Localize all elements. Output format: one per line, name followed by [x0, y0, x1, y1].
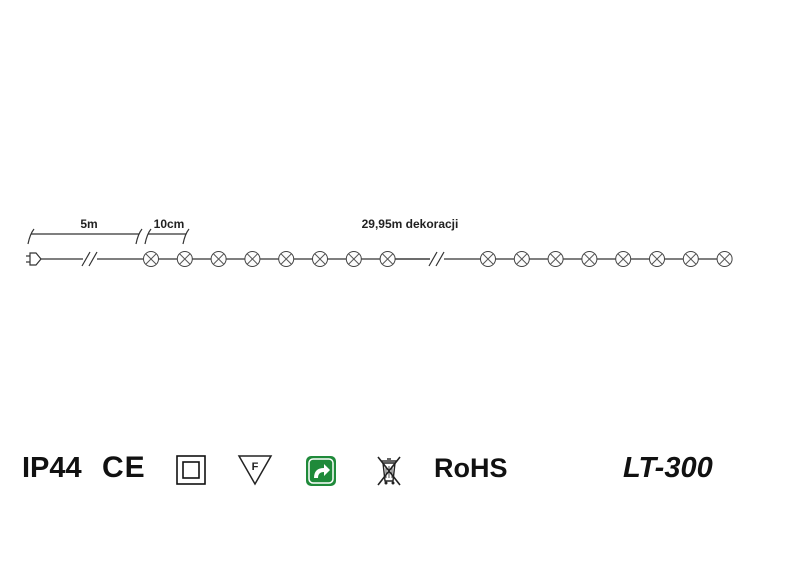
string-break-marker	[428, 251, 445, 267]
bulb-spacing-dimension: 10cm	[144, 217, 190, 245]
plug-icon	[26, 252, 42, 266]
cable-length-label: 5m	[80, 217, 97, 231]
bulb-icon	[480, 251, 496, 267]
bulb-icon	[210, 251, 227, 267]
ip-rating: IP44	[22, 452, 82, 484]
bulbs	[143, 251, 733, 267]
bulb-icon	[379, 251, 396, 267]
rohs-mark: RoHS	[434, 453, 508, 483]
bulb-icon	[615, 251, 632, 267]
bulb-icon	[547, 251, 564, 267]
bulb-icon	[649, 251, 665, 267]
bulb-icon	[312, 251, 328, 267]
f-mark-letter: F	[252, 461, 259, 473]
bulb-icon	[513, 251, 530, 267]
bulb-icon	[345, 251, 362, 267]
certification-marks: IP44 CE F RoHS LT-300	[0, 446, 800, 496]
bulb-icon	[278, 251, 295, 267]
ce-mark: CE	[102, 451, 146, 484]
decoration-length-label: 29,95m dekoracji	[362, 217, 459, 231]
class-ii-icon	[176, 455, 206, 485]
bulb-icon	[716, 251, 733, 267]
weee-bin-icon	[377, 456, 401, 486]
green-arrow-icon	[306, 456, 336, 486]
bulb-icon	[682, 251, 699, 267]
f-mark-icon: F	[237, 455, 273, 486]
bulb-icon	[176, 251, 193, 267]
bulb-spacing-label: 10cm	[154, 217, 185, 231]
cable-length-dimension: 5m	[27, 217, 143, 245]
bulb-icon	[244, 251, 261, 267]
cable-break-marker	[81, 251, 98, 267]
model-number: LT-300	[623, 452, 713, 484]
bulb-icon	[581, 251, 598, 267]
bulb-icon	[143, 251, 159, 267]
